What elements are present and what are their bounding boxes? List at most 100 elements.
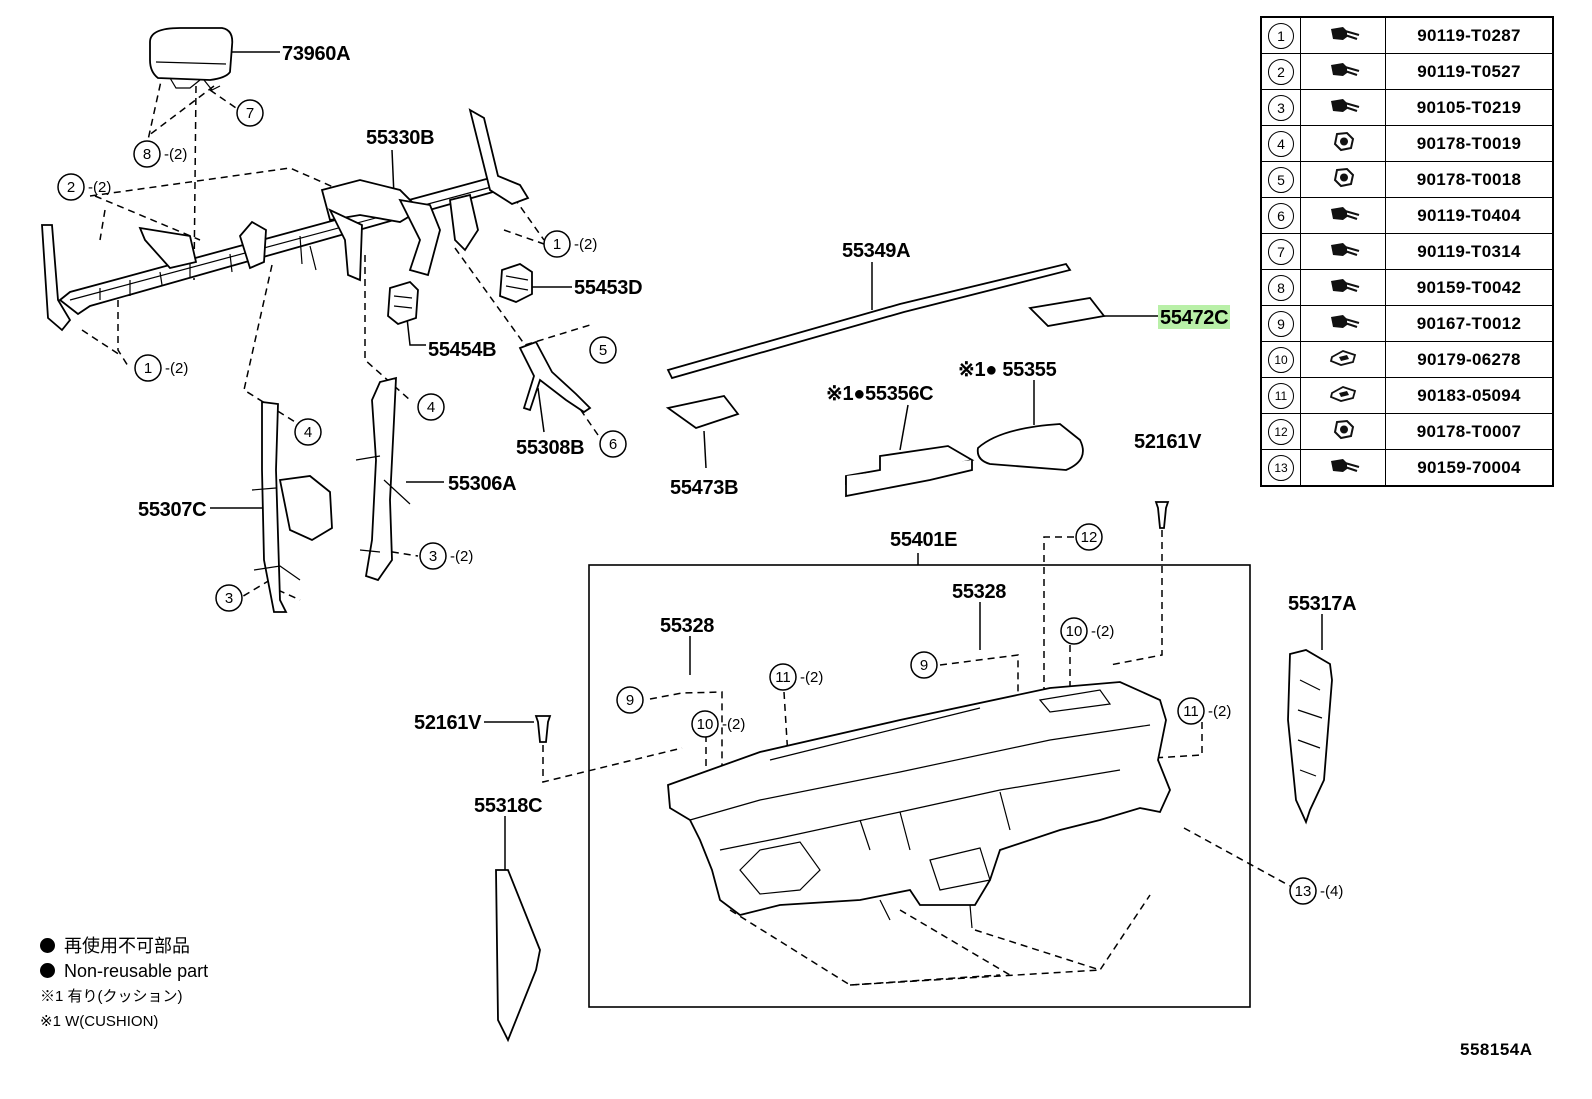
callout-4-center: 4 xyxy=(417,393,445,421)
svg-text:-(2): -(2) xyxy=(450,548,473,565)
callout-9-left: 9 xyxy=(616,686,644,714)
svg-text:4: 4 xyxy=(304,424,312,441)
callout-1-right: 1 -(2) xyxy=(543,230,597,258)
legend-part-number: 90183-05094 xyxy=(1385,377,1554,414)
legend-row: 9 90167-T0012 xyxy=(1260,305,1554,342)
label-55472C: 55472C xyxy=(1160,307,1228,329)
steering-support-beam-illustration xyxy=(41,108,530,332)
legend-row: 11 90183-05094 xyxy=(1260,377,1554,414)
label-55328-left: 55328 xyxy=(660,615,714,637)
legend-row: 5 90178-T0018 xyxy=(1260,161,1554,198)
callouts: 7 8-(2) 2-(2) 1-(2) 1-(2) 5 6 4 4 3 3-(2… xyxy=(57,99,1343,905)
svg-text:-(2): -(2) xyxy=(1208,703,1231,720)
label-55454B: 55454B xyxy=(428,339,496,361)
moulding-55349A-illustration xyxy=(666,262,1072,380)
legend-callout-number: 1 xyxy=(1268,22,1294,49)
airbag-module-illustration xyxy=(149,27,234,91)
legend-callout-number: 5 xyxy=(1268,166,1294,193)
bracket-55307C-illustration xyxy=(251,400,333,613)
callout-11-center: 11 -(2) xyxy=(769,663,823,691)
legend-callout-number: 13 xyxy=(1268,454,1294,481)
instrument-panel-frame xyxy=(588,564,1251,1008)
legend-row: 4 90178-T0019 xyxy=(1260,125,1554,162)
bolt-icon xyxy=(1323,207,1363,229)
callout-1-left: 1-(2) xyxy=(134,354,188,382)
legend-part-number: 90159-70004 xyxy=(1385,449,1554,487)
clip-52161V-left-illustration xyxy=(534,715,552,743)
callout-8: 8 -(2) xyxy=(133,140,187,168)
legend-part-number: 90167-T0012 xyxy=(1385,305,1554,342)
callout-12: 12 xyxy=(1075,523,1103,551)
legend-part-number: 90119-T0314 xyxy=(1385,233,1554,270)
svg-text:11: 11 xyxy=(775,669,791,686)
label-55401E: 55401E xyxy=(890,529,957,551)
callout-5: 5 xyxy=(589,336,617,364)
bolt-icon xyxy=(1323,315,1363,337)
side-panel-55317A-illustration xyxy=(1287,649,1333,825)
callout-10-right: 10-(2) xyxy=(1060,617,1114,645)
legend-callout-number: 11 xyxy=(1268,382,1294,409)
svg-text:8: 8 xyxy=(143,146,151,163)
part-number-labels: 73960A 55330B 55453D 55454B 55308B 55306… xyxy=(138,43,1357,817)
label-55306A: 55306A xyxy=(448,473,516,495)
legend-row: 3 90105-T0219 xyxy=(1260,89,1554,126)
cover-55473B-illustration xyxy=(665,395,740,429)
filled-dot-icon xyxy=(40,963,55,978)
legend-callout-number: 9 xyxy=(1268,310,1294,337)
legend-part-number: 90178-T0018 xyxy=(1385,161,1554,198)
legend-part-number: 90105-T0219 xyxy=(1385,89,1554,126)
svg-text:1: 1 xyxy=(553,236,561,253)
svg-text:10: 10 xyxy=(1066,623,1083,640)
switch-bracket-illustration xyxy=(387,280,419,326)
svg-text:-(2): -(2) xyxy=(574,236,597,253)
notes: 再使用不可部品 Non-reusable part ※1 有り(クッション) ※… xyxy=(40,934,208,1034)
legend-part-number: 90159-T0042 xyxy=(1385,269,1554,306)
legend-callout-number: 2 xyxy=(1268,58,1294,85)
bolt-icon xyxy=(1323,243,1363,265)
svg-text:9: 9 xyxy=(626,692,634,709)
svg-text:-(2): -(2) xyxy=(722,716,745,733)
callout-10-left: 10-(2) xyxy=(691,710,745,738)
legend-row: 2 90119-T0527 xyxy=(1260,53,1554,90)
callout-7: 7 xyxy=(236,99,264,127)
clip-52161V-top-illustration xyxy=(1154,501,1170,529)
bolt-icon xyxy=(1323,99,1363,121)
legend-part-number: 90179-06278 xyxy=(1385,341,1554,378)
svg-text:-(2): -(2) xyxy=(164,146,187,163)
svg-text:11: 11 xyxy=(1183,703,1199,720)
legend-callout-number: 4 xyxy=(1268,130,1294,157)
bolt-icon xyxy=(1323,63,1363,85)
legend-callout-number: 3 xyxy=(1268,94,1294,121)
svg-text:-(2): -(2) xyxy=(800,669,823,686)
svg-text:13: 13 xyxy=(1295,883,1312,900)
legend-callout-number: 6 xyxy=(1268,202,1294,229)
legend-part-number: 90119-T0527 xyxy=(1385,53,1554,90)
label-55473B: 55473B xyxy=(670,477,738,499)
legend-part-number: 90178-T0019 xyxy=(1385,125,1554,162)
svg-text:5: 5 xyxy=(599,342,607,359)
clip-icon xyxy=(1323,386,1363,409)
label-55307C: 55307C xyxy=(138,499,206,521)
svg-text:12: 12 xyxy=(1081,529,1098,546)
nut-icon xyxy=(1323,167,1363,193)
svg-text:3: 3 xyxy=(429,548,437,565)
label-55328-right: 55328 xyxy=(952,581,1006,603)
callout-13: 13-(4) xyxy=(1289,877,1343,905)
legend-callout-number: 12 xyxy=(1268,418,1294,445)
label-52161V-top: 52161V xyxy=(1134,431,1202,453)
highlight-55472C xyxy=(1158,305,1230,329)
note-nonreusable-jp: 再使用不可部品 xyxy=(40,934,208,959)
svg-text:-(2): -(2) xyxy=(88,179,111,196)
label-55453D: 55453D xyxy=(574,277,642,299)
bolt-icon xyxy=(1323,27,1363,49)
callout-6: 6 xyxy=(599,430,627,458)
callout-3-left: 3 xyxy=(215,584,243,612)
label-55349A: 55349A xyxy=(842,240,910,262)
legend-callout-number: 7 xyxy=(1268,238,1294,265)
